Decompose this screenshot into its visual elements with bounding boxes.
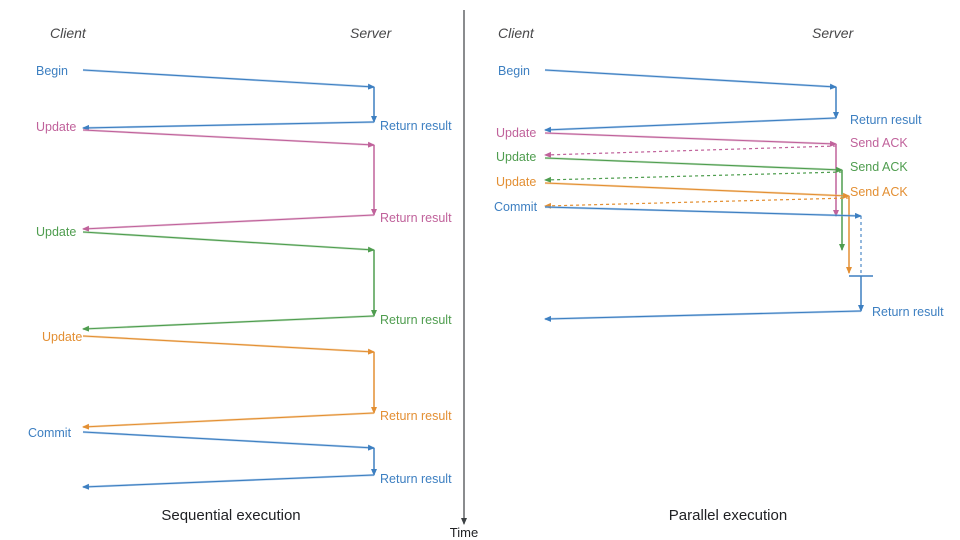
message-blue-8: Commit [28,426,375,451]
message-label: Begin [36,64,68,78]
message-green-5: Return result [82,250,452,332]
message-pink-3: Return result [82,145,452,232]
message-blue-0: Begin [36,64,375,90]
message-label: Send ACK [850,160,908,174]
message-pink-3: Send ACK [544,136,908,158]
message-arrow [544,69,837,90]
message-label: Commit [494,200,538,214]
message-orange-7: Return result [82,352,452,430]
message-arrow [82,474,375,490]
time-axis: Time [450,10,478,540]
message-arrow [82,231,375,253]
message-pink-2: Update [496,126,837,147]
message-label: Return result [380,409,452,423]
time-axis-label: Time [450,525,478,540]
message-label: Return result [380,211,452,225]
message-green-4: Update [36,225,375,253]
message-label: Update [496,150,536,164]
message-label: Send ACK [850,185,908,199]
message-orange-6: Update [496,175,850,199]
message-green-5: Send ACK [544,160,908,183]
panel-caption: Parallel execution [669,507,787,524]
message-arrow [82,412,375,430]
message-label: Update [36,225,76,239]
lane-title-server: Server [812,25,855,41]
message-pink-2: Update [36,120,375,148]
message-arrow [544,197,850,209]
message-label: Return result [872,305,944,319]
message-blue-1: Return result [544,87,922,133]
message-arrow [82,69,375,90]
message-arrow [82,335,375,355]
lane-title-client: Client [498,25,535,41]
message-label: Update [496,126,536,140]
message-green-4: Update [496,150,843,173]
message-arrow [544,157,843,173]
panel-caption: Sequential execution [161,507,300,524]
message-arrow [544,171,843,183]
message-arrow [82,315,375,332]
message-label: Return result [380,119,452,133]
message-arrow [82,431,375,451]
message-orange-7: Send ACK [544,185,908,209]
message-label: Return result [850,113,922,127]
message-blue-0: Begin [498,64,837,90]
message-orange-6: Update [42,330,375,355]
message-arrow [544,206,862,219]
message-label: Return result [380,472,452,486]
message-label: Update [496,175,536,189]
lane-title-server: Server [350,25,393,41]
message-arrow [544,310,862,322]
message-label: Update [36,120,76,134]
message-blue-9: Return result [82,448,452,490]
lane-title-client: Client [50,25,87,41]
message-arrow [544,182,850,199]
message-label: Begin [498,64,530,78]
message-arrow [82,214,375,232]
message-label: Commit [28,426,72,440]
message-blue-1: Return result [82,87,452,133]
message-arrow [544,145,837,158]
message-arrow [544,117,837,133]
message-arrow [82,121,375,131]
message-arrow [544,132,837,147]
message-label: Update [42,330,82,344]
message-label: Return result [380,313,452,327]
message-blue-9: Return result [544,305,944,322]
message-blue-8: Commit [494,200,862,219]
message-label: Send ACK [850,136,908,150]
message-arrow [82,129,375,148]
